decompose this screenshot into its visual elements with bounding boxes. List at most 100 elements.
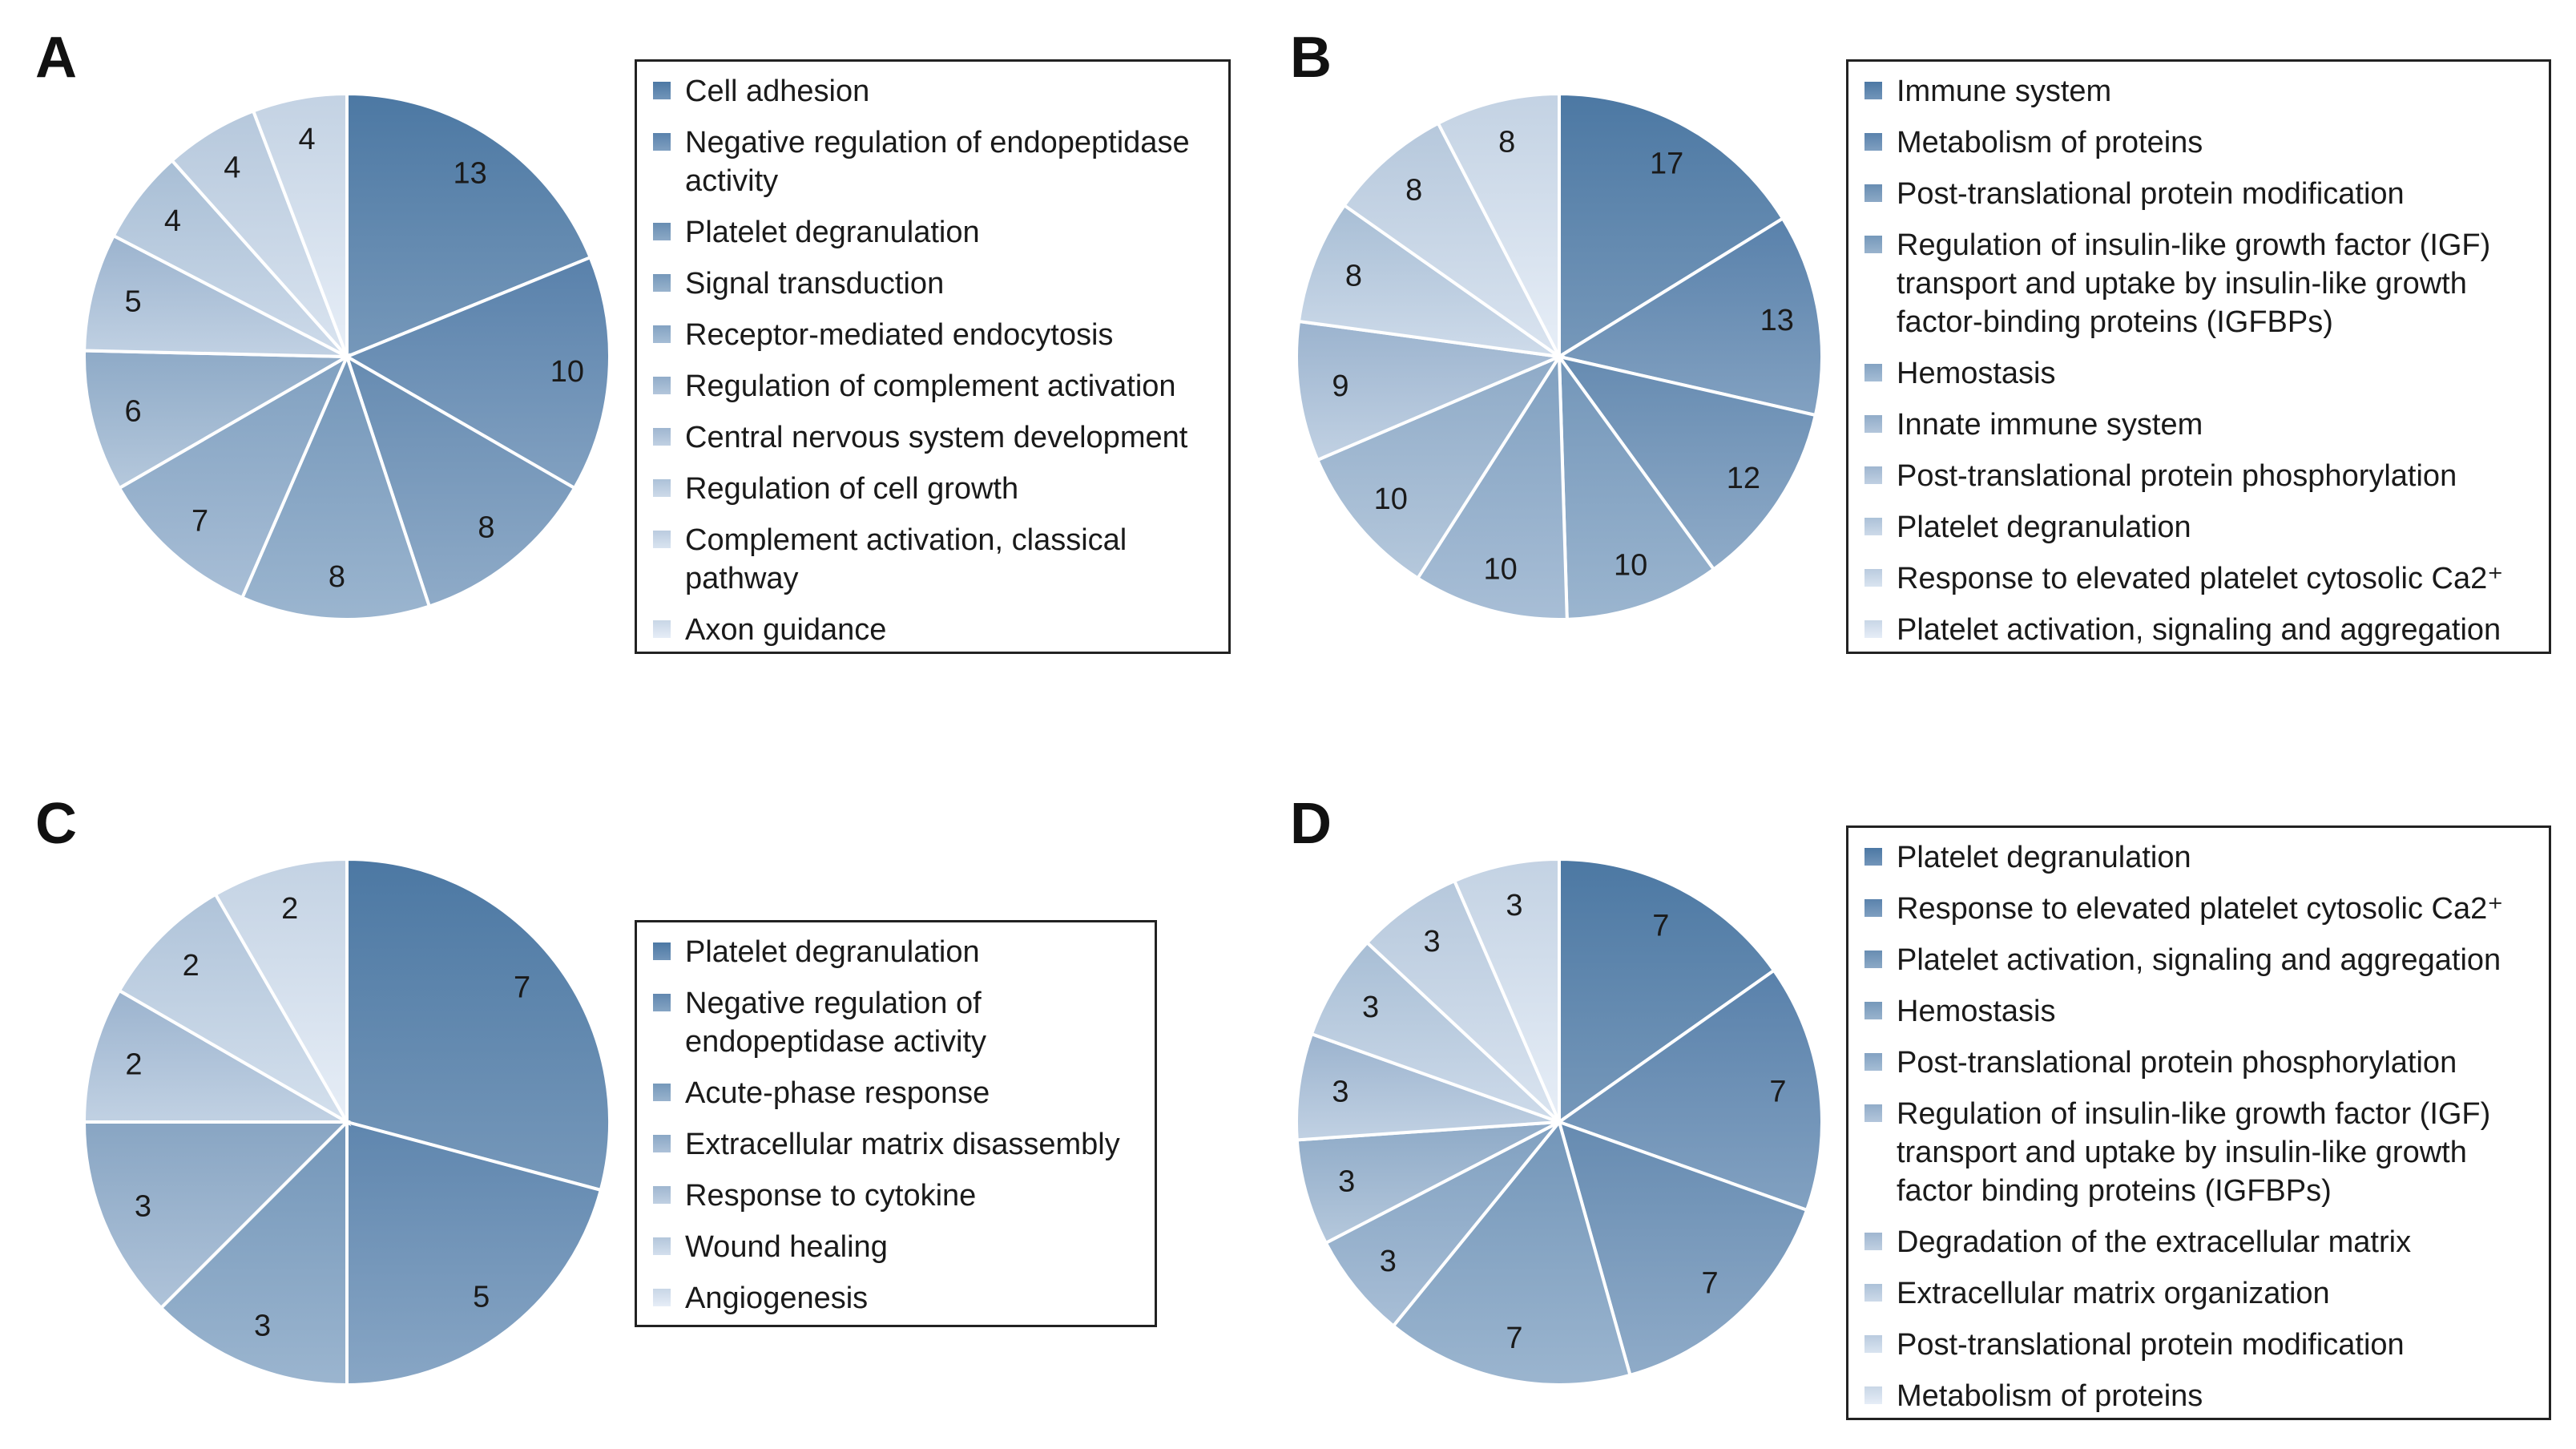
legend-swatch [653, 274, 671, 292]
legend-item: Immune system [1864, 67, 2536, 118]
slice-value-label: 3 [1424, 925, 1441, 959]
legend-swatch [1864, 899, 1882, 917]
legend-swatch [653, 1084, 671, 1101]
legend-item: Hemostasis [1864, 987, 2536, 1038]
legend-swatch [1864, 951, 1882, 968]
legend-label: Platelet degranulation [1897, 511, 2191, 544]
pie-slice [343, 255, 611, 490]
legend-item: Acute-phase response [653, 1068, 1142, 1120]
legend-label: Wound healing [685, 1230, 888, 1264]
legend-item: Signal transduction [653, 259, 1215, 310]
slice-value-label: 13 [454, 156, 487, 190]
legend-swatch [1864, 466, 1882, 484]
legend-item: Wound healing [653, 1222, 1142, 1273]
pie-slice [1391, 1118, 1632, 1387]
legend-item: Angiogenesis [653, 1273, 1142, 1325]
legend-label: Extracellular matrix organization [1897, 1277, 2330, 1310]
slice-value-label: 7 [1769, 1076, 1786, 1109]
slice-value-label: 10 [1614, 549, 1647, 583]
legend-label: Hemostasis [1897, 357, 2056, 390]
legend-item: Post-translational protein modification [1864, 1320, 2536, 1371]
panel-label-d: D [1290, 792, 1332, 856]
legend-swatch [653, 531, 671, 548]
legend-item: Regulation of insulin-like growth factor… [1864, 1089, 2536, 1217]
pie-slice [1555, 353, 1818, 572]
legend-swatch [653, 325, 671, 343]
legend-item: Regulation of insulin-like growth factor… [1864, 220, 2536, 349]
legend-label: Response to elevated platelet cytosolic … [1897, 892, 2504, 926]
legend-item: Cell adhesion [653, 67, 1215, 118]
slice-value-label: 6 [125, 394, 142, 428]
slice-value-label: 3 [135, 1189, 151, 1223]
legend-label: Extracellular matrix disassembly [685, 1128, 1120, 1161]
pie-slice [1309, 940, 1561, 1124]
slice-value-label: 4 [164, 204, 181, 238]
slice-value-label: 12 [1727, 462, 1760, 495]
legend-swatch [1864, 1386, 1882, 1404]
legend-item: Negative regulation of endopeptidase act… [653, 979, 1142, 1068]
legend-item: Degradation of the extracellular matrix [1864, 1217, 2536, 1269]
slice-value-label: 8 [329, 560, 345, 594]
legend-swatch [1864, 364, 1882, 381]
pie-slice [1315, 353, 1564, 581]
pie-slice [82, 1120, 351, 1310]
legend-label: Platelet activation, signaling and aggre… [1897, 943, 2501, 977]
slice-value-label: 2 [125, 1048, 142, 1082]
pie-slice [1558, 91, 1785, 360]
legend-item: Post-translational protein modification [1864, 169, 2536, 220]
pie-slice [83, 233, 348, 358]
legend-swatch [653, 1237, 671, 1255]
legend-swatch [653, 620, 671, 638]
legend-swatch [1864, 620, 1882, 638]
panel-label-a: A [35, 26, 77, 90]
pie-slice [159, 1118, 349, 1387]
panel-label-b: B [1290, 26, 1332, 90]
legend-label: Angiogenesis [685, 1281, 869, 1315]
pie-slice [345, 1120, 603, 1387]
legend-item: Regulation of cell growth [653, 464, 1215, 515]
slice-value-label: 7 [191, 505, 208, 539]
legend-label: Negative regulation of endopeptidase act… [685, 987, 987, 1059]
pie-slice [1557, 1119, 1809, 1378]
slice-value-label: 8 [1405, 174, 1422, 208]
pie-slice [1555, 968, 1824, 1213]
slice-value-label: 3 [1380, 1245, 1397, 1278]
legend-item: Metabolism of proteins [1864, 118, 2536, 169]
legend-swatch [1864, 415, 1882, 433]
legend-swatch [1864, 1284, 1882, 1302]
slice-value-label: 8 [1345, 259, 1362, 293]
legend-swatch [653, 377, 671, 394]
slice-value-label: 5 [473, 1281, 490, 1314]
legend-item: Metabolism of proteins [1864, 1371, 2536, 1423]
pie-slice [213, 857, 349, 1128]
pie-slice [251, 91, 349, 357]
pie-slice [83, 349, 353, 490]
slice-value-label: 3 [1338, 1164, 1355, 1198]
pie-slice [1554, 216, 1824, 418]
legend-item: Response to cytokine [653, 1171, 1142, 1222]
legend-label: Axon guidance [685, 613, 887, 647]
slice-value-label: 7 [1506, 1322, 1522, 1355]
pie-slice [82, 988, 353, 1124]
legend-label: Hemostasis [1897, 995, 2056, 1028]
legend-swatch [1864, 1233, 1882, 1250]
legend-label: Metabolism of proteins [1897, 126, 2203, 159]
legend-label: Receptor-mediated endocytosis [685, 318, 1114, 352]
legend-item: Complement activation, classical pathway [653, 515, 1215, 605]
legend-label: Complement activation, classical pathway [685, 523, 1127, 595]
legend-label: Central nervous system development [685, 421, 1188, 454]
legend-label: Response to elevated platelet cytosolic … [1897, 562, 2504, 595]
slice-value-label: 7 [1702, 1266, 1719, 1300]
legend-label: Negative regulation of endopeptidase act… [685, 126, 1190, 198]
legend-item: Platelet degranulation [653, 927, 1142, 979]
pie-slice [1557, 351, 1716, 621]
slice-value-label: 7 [1652, 909, 1669, 942]
legend-swatch [1864, 1002, 1882, 1019]
pie-slice [1452, 857, 1561, 1123]
legend-swatch [653, 942, 671, 960]
pie-slice [344, 353, 577, 609]
legend-label: Regulation of complement activation [685, 369, 1176, 403]
legend-label: Platelet degranulation [1897, 841, 2191, 874]
